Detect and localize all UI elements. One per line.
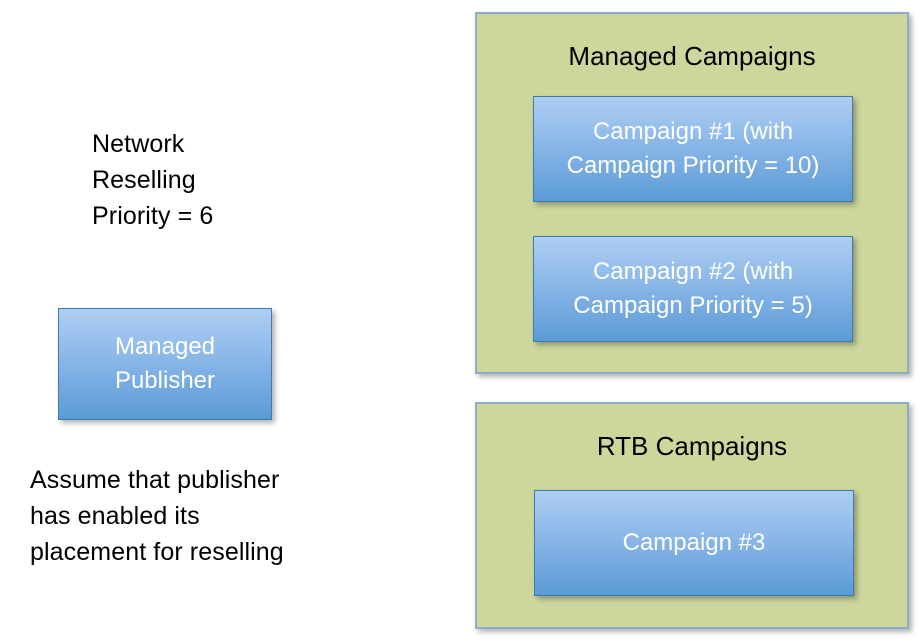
campaign-1-box[interactable]: Campaign #1 (with Campaign Priority = 10… (533, 96, 853, 202)
rtb-campaigns-title: RTB Campaigns (596, 431, 788, 461)
campaign-2-label: Campaign #2 (with Campaign Priority = 5) (573, 258, 813, 319)
campaign-2-box[interactable]: Campaign #2 (with Campaign Priority = 5) (533, 236, 853, 342)
managed-campaigns-title: Managed Campaigns (568, 41, 816, 71)
campaign-1-label: Campaign #1 (with Campaign Priority = 10… (566, 118, 820, 179)
managed-campaigns-group: Managed Campaigns Campaign #1 (with Camp… (475, 12, 909, 374)
rtb-campaigns-group: RTB Campaigns Campaign #3 (475, 402, 909, 629)
campaign-3-label: Campaign #3 (622, 529, 766, 556)
publisher-assumption-note: Assume that publisher has enabled its pl… (30, 466, 284, 566)
network-reselling-priority-note: Network Reselling Priority = 6 (92, 130, 214, 230)
managed-publisher-box[interactable]: Managed Publisher (58, 308, 272, 420)
campaign-3-box[interactable]: Campaign #3 (534, 490, 854, 596)
managed-publisher-label: Managed Publisher (114, 333, 216, 394)
